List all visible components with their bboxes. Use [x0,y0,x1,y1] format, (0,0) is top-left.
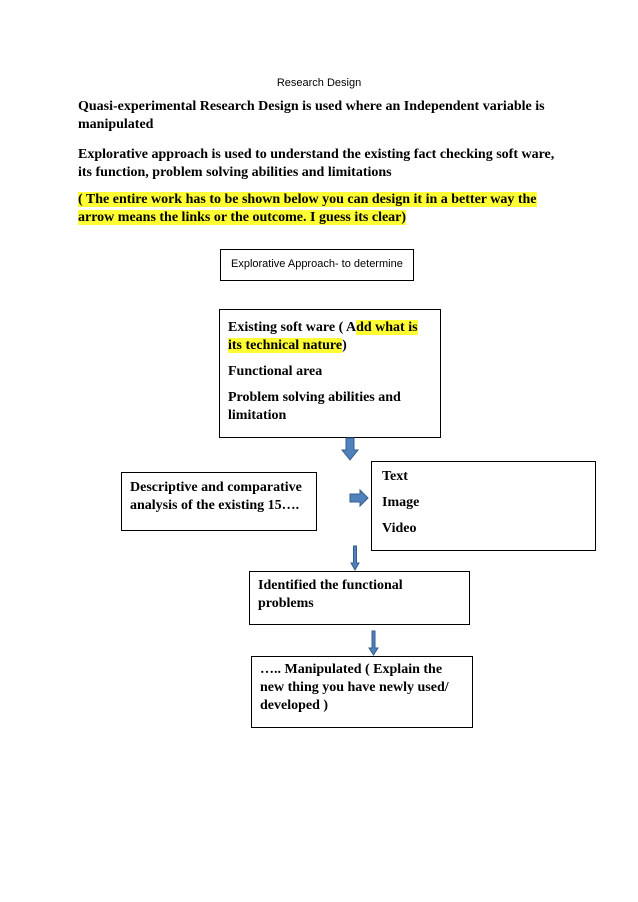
media-image-item: Image [382,495,420,510]
existing-software-box: Existing soft ware ( Add what is its tec… [219,309,441,438]
right-arrow-shape [349,488,369,508]
paragraph-explorative: Explorative approach is used to understa… [78,147,555,180]
document-title: Research Design [276,77,362,89]
right-arrow [349,488,369,508]
media-text-item: Text [382,469,408,484]
media-video-item: Video [382,521,417,536]
down-arrow-1 [340,437,360,461]
existing-software-line: Existing soft ware ( Add what is its tec… [228,319,432,355]
descriptive-analysis-box: Descriptive and comparative analysis of … [121,472,317,531]
down-arrow-2 [350,545,360,572]
paragraph-instructions: ( The entire work has to be shown below … [78,191,568,227]
problem-solving-text: Problem solving abilities and limitation [228,390,401,423]
media-types-box: Text Image Video [371,461,596,551]
manipulated-box: ….. Manipulated ( Explain the new thing … [251,656,473,728]
functional-area-text: Functional area [228,364,323,379]
explorative-approach-box: Explorative Approach- to determine [220,249,414,281]
existing-software-text: Existing soft ware ( A [228,320,357,335]
down-arrow-2-shape [350,545,360,572]
instructions-highlight: ( The entire work has to be shown below … [78,192,537,225]
down-arrow-1-shape [340,437,360,461]
existing-software-close: ) [342,338,347,353]
identified-problems-box: Identified the functional problems [249,571,470,625]
paragraph-quasi-experimental: Quasi-experimental Research Design is us… [78,99,545,132]
down-arrow-3 [368,630,379,656]
down-arrow-3-shape [368,630,379,656]
